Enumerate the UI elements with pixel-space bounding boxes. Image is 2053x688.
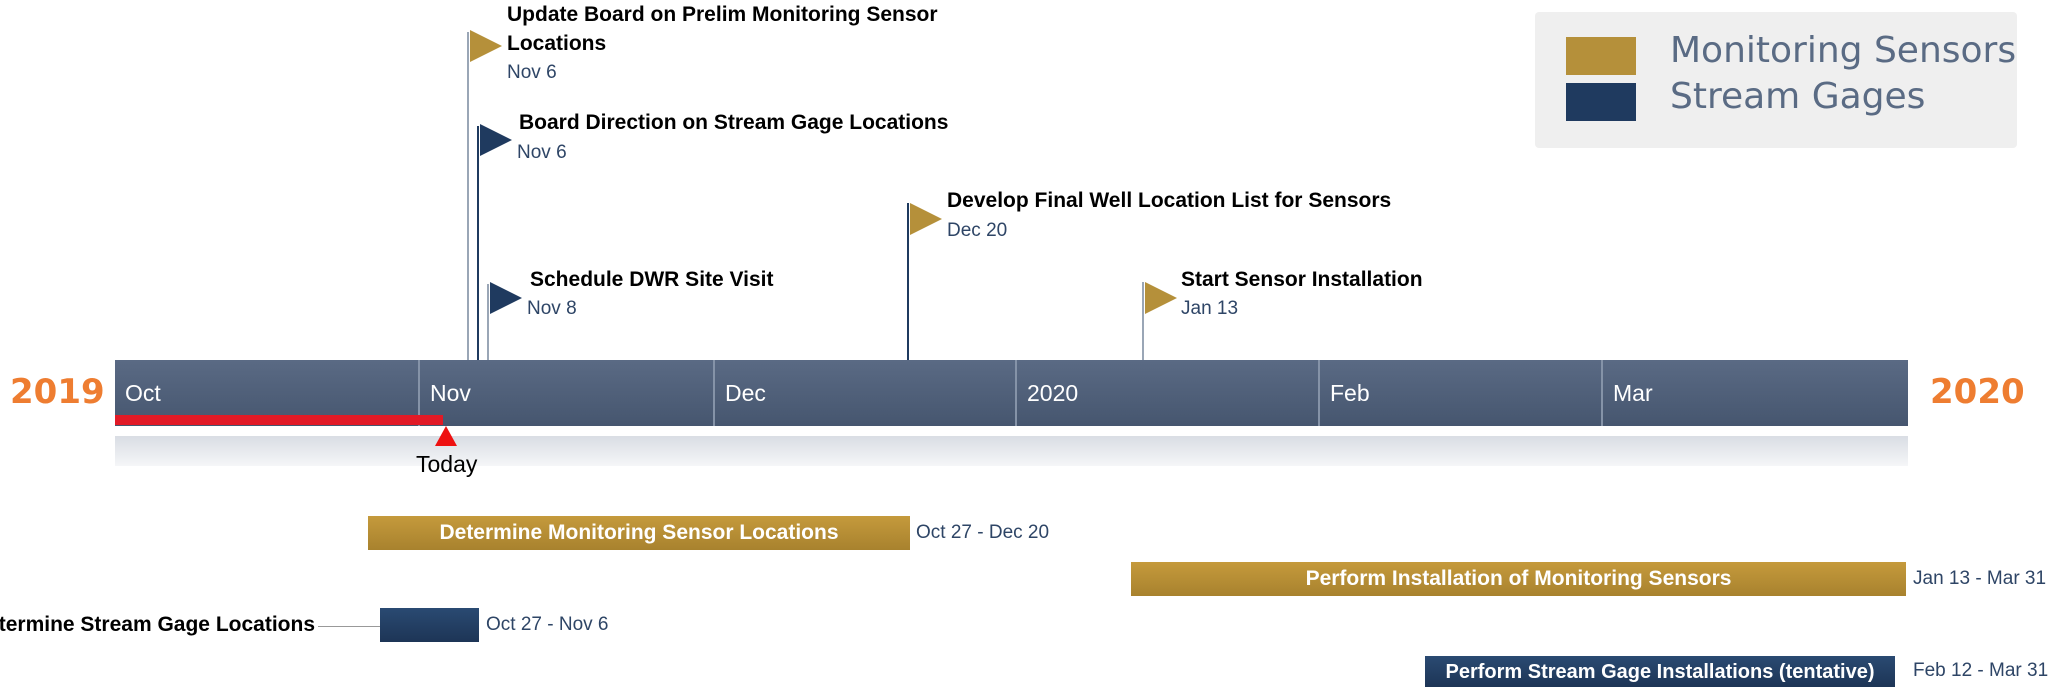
- month-label-nov: Nov: [418, 360, 713, 426]
- task-bar: Perform Stream Gage Installations (tenta…: [1425, 656, 1895, 687]
- milestone-title: Board Direction on Stream Gage Locations: [519, 111, 949, 134]
- task-bar: [380, 608, 479, 642]
- task-label: Determine Stream Gage Locations: [0, 608, 315, 642]
- task-date-range: Feb 12 - Mar 31: [1913, 660, 2049, 681]
- legend-swatch-monitoring-sensors: [1566, 37, 1636, 75]
- milestone-flag-icon: [1145, 282, 1177, 314]
- timeline-axis-shadow: [115, 436, 1908, 466]
- milestone-title: Start Sensor Installation: [1181, 268, 1423, 291]
- milestone-pole: [907, 203, 909, 360]
- milestone-flag-icon: [910, 203, 942, 235]
- end-year-label: 2020: [1930, 372, 2025, 412]
- month-label-dec: Dec: [713, 360, 1015, 426]
- month-label-mar: Mar: [1601, 360, 1908, 426]
- task-date-range: Jan 13 - Mar 31: [1913, 568, 2047, 589]
- milestone-flag-icon: [470, 30, 502, 62]
- start-year-label: 2019: [10, 372, 105, 412]
- milestone-pole: [467, 32, 469, 360]
- legend: Monitoring Sensors Stream Gages: [1535, 12, 2017, 148]
- milestone-title: Schedule DWR Site Visit: [530, 268, 774, 291]
- task-date-range: Oct 27 - Dec 20: [916, 522, 1050, 543]
- today-label: Today: [416, 451, 478, 477]
- task-bar: Perform Installation of Monitoring Senso…: [1131, 562, 1906, 596]
- legend-swatch-stream-gages: [1566, 83, 1636, 121]
- milestone-title: Update Board on Prelim Monitoring Sensor…: [507, 3, 938, 55]
- month-label-feb: Feb: [1318, 360, 1601, 426]
- task-label-text: Determine Stream Gage Locations: [0, 613, 315, 636]
- task-bar: Determine Monitoring Sensor Locations: [368, 516, 910, 550]
- milestone-flag-icon: [490, 282, 522, 314]
- today-marker: [435, 426, 457, 446]
- legend-label: Monitoring Sensors: [1670, 30, 2017, 71]
- milestone-pole: [1142, 282, 1144, 360]
- milestone-date: Dec 20: [947, 220, 1008, 241]
- month-label-oct: Oct: [125, 380, 161, 406]
- month-label-2020: 2020: [1015, 360, 1318, 426]
- milestone-date: Nov 8: [527, 298, 577, 319]
- elapsed-progress-bar: [115, 415, 443, 425]
- milestone-date: Jan 13: [1181, 298, 1239, 319]
- legend-label: Stream Gages: [1670, 76, 1926, 117]
- milestone-flag-icon: [480, 124, 512, 156]
- milestone-date: Nov 6: [517, 142, 567, 163]
- task-date-range: Oct 27 - Nov 6: [486, 614, 609, 635]
- milestone-pole: [487, 284, 489, 360]
- milestone-date: Nov 6: [507, 62, 557, 83]
- milestone-title: Develop Final Well Location List for Sen…: [947, 189, 1392, 212]
- task-connector-line: [318, 626, 380, 627]
- milestone-pole: [477, 126, 479, 360]
